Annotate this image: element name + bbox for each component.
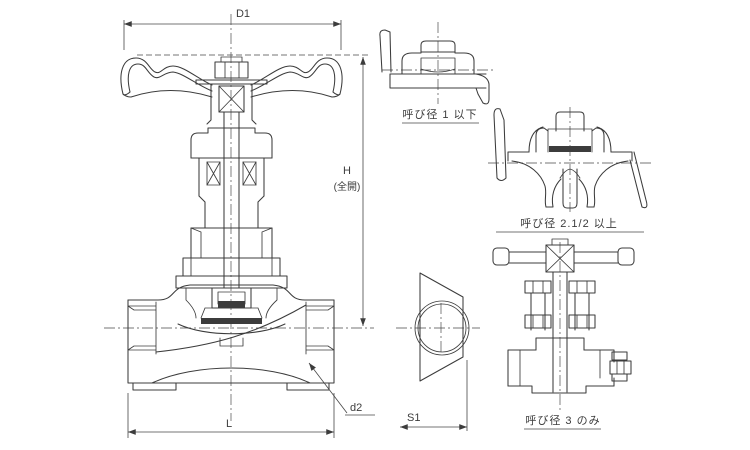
caption-label: 呼び径 2.1/2 以上 — [520, 217, 618, 230]
stem-nut-and-cap — [195, 56, 268, 125]
end-view: S1 — [396, 272, 480, 431]
handwheel-left-wing — [120, 57, 213, 98]
handwheel-section — [120, 56, 343, 125]
main-sectional-view: D1 — [104, 8, 375, 438]
caption-size-1-under: 呼び径 1 以下 — [402, 108, 479, 124]
detail-view-size-1-under: 呼び径 1 以下 — [379, 22, 496, 124]
detail-view-size-2half-over: 呼び径 2.1/2 以上 — [488, 107, 652, 233]
dim-label-d1: D1 — [236, 8, 250, 20]
detail-stem — [552, 271, 568, 393]
dim-label-h-note: (全開) — [334, 180, 361, 193]
yoke-bolts — [524, 280, 596, 331]
caption-size-2half-over: 呼び径 2.1/2 以上 — [496, 217, 644, 233]
caption-label: 呼び径 3 のみ — [525, 414, 600, 427]
handwheel-right-wing — [250, 57, 343, 98]
valve-body-section — [127, 284, 335, 391]
dimension-l: L — [127, 393, 335, 438]
dim-label-h: H — [343, 165, 351, 177]
dimension-h: H (全開) — [334, 56, 366, 327]
dim-label-l: L — [226, 418, 232, 430]
leader-d2: d2 — [308, 362, 375, 416]
dim-label-s1: S1 — [407, 412, 420, 424]
handwheel-bar — [492, 238, 635, 273]
dimension-s1: S1 — [399, 360, 468, 431]
caption-label: 呼び径 1 以下 — [402, 108, 477, 121]
detail-body — [507, 337, 632, 394]
bonnet-and-gland-section — [175, 127, 288, 289]
detail-view-size-3-only: 呼び径 3 のみ — [492, 238, 635, 430]
dimension-d1: D1 — [123, 8, 342, 50]
dim-label-d2: d2 — [350, 402, 362, 414]
caption-size-3-only: 呼び径 3 のみ — [524, 414, 601, 430]
valve-stem — [223, 111, 240, 289]
